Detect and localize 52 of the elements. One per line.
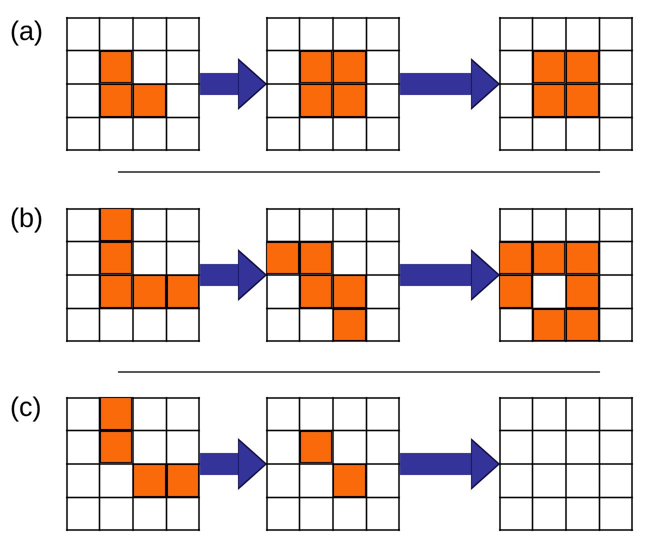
filled-cell [100, 397, 132, 430]
filled-cell [333, 84, 366, 116]
filled-cell [532, 308, 565, 341]
grid [499, 17, 633, 151]
panel-label: (b) [10, 203, 43, 233]
filled-cell [566, 84, 598, 116]
filled-cell [133, 464, 166, 496]
filled-cell [333, 275, 366, 308]
filled-cell [532, 84, 565, 116]
panel-label: (a) [10, 16, 43, 46]
filled-cell [566, 50, 598, 83]
filled-cell [100, 208, 132, 240]
filled-cell [532, 242, 565, 274]
filled-cell [166, 464, 199, 496]
filled-cell [300, 50, 332, 83]
filled-cell [566, 242, 598, 274]
panel-label: (c) [10, 392, 42, 422]
filled-cell [100, 430, 132, 463]
grid [499, 208, 633, 342]
grid [66, 397, 200, 531]
grid [66, 208, 200, 342]
filled-cell [333, 464, 366, 496]
filled-cell [333, 308, 366, 341]
filled-cell [532, 50, 565, 83]
grid [499, 397, 633, 531]
filled-cell [100, 84, 132, 116]
block-arrow [400, 249, 500, 301]
filled-cell [100, 275, 132, 308]
filled-cell [100, 242, 132, 274]
filled-cell [499, 275, 532, 308]
filled-cell [300, 242, 332, 274]
filled-cell [566, 275, 598, 308]
filled-cell [333, 50, 366, 83]
filled-cell [166, 275, 199, 308]
block-arrow [200, 438, 267, 490]
block-arrow [400, 58, 500, 110]
grid [266, 17, 400, 151]
filled-cell [300, 275, 332, 308]
grid [66, 17, 200, 151]
filled-cell [133, 84, 166, 116]
filled-cell [266, 242, 298, 274]
filled-cell [300, 430, 332, 463]
block-arrow [400, 438, 500, 490]
grid [266, 208, 400, 342]
filled-cell [133, 275, 166, 308]
filled-cell [300, 84, 332, 116]
block-arrow [200, 249, 267, 301]
filled-cell [499, 242, 532, 274]
grid [266, 397, 400, 531]
block-arrow [200, 58, 267, 110]
filled-cell [100, 50, 132, 83]
filled-cell [566, 308, 598, 341]
